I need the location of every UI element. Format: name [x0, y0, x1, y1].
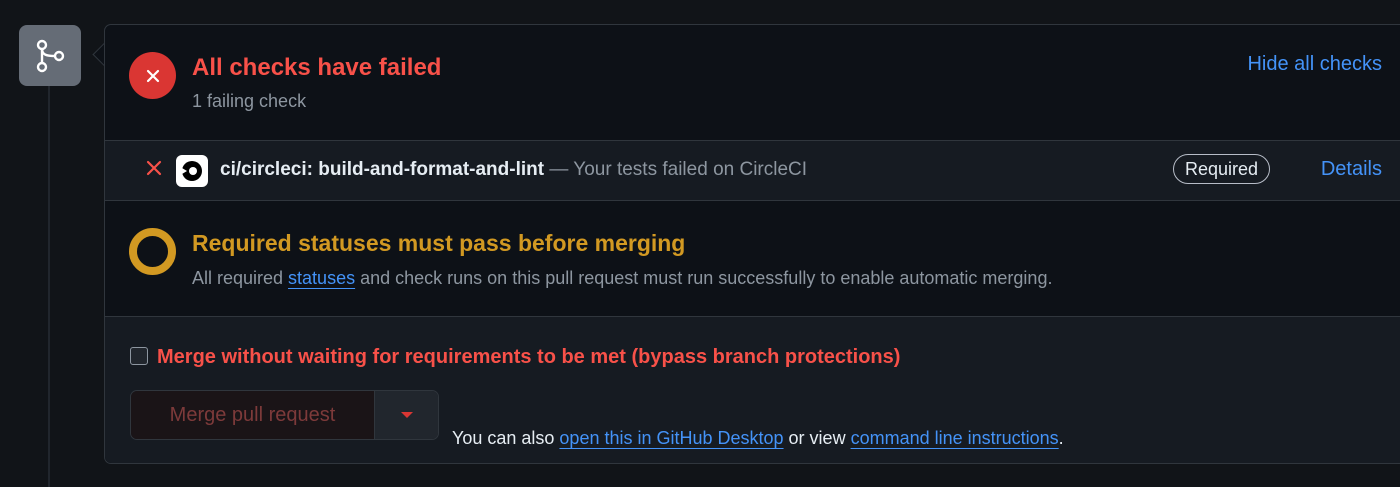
merge-box-panel: All checks have failed 1 failing check H… [104, 24, 1400, 464]
hide-all-checks-link[interactable]: Hide all checks [1247, 53, 1382, 75]
also-text-1: You can also [452, 428, 560, 448]
checks-summary: All checks have failed 1 failing check H… [105, 25, 1400, 140]
merge-button-group: Merge pull request [130, 390, 439, 440]
git-merge-icon [19, 25, 81, 86]
merge-options-dropdown[interactable] [375, 391, 438, 439]
circleci-icon [176, 155, 208, 187]
bypass-label[interactable]: Merge without waiting for requirements t… [157, 346, 901, 368]
check-separator: — [544, 159, 574, 180]
merge-actions: Merge without waiting for requirements t… [105, 316, 1400, 463]
required-status-description: All required statuses and check runs on … [192, 268, 1052, 289]
also-text-3: . [1058, 428, 1064, 448]
triangle-down-icon [400, 412, 413, 418]
check-name: ci/circleci: build-and-format-and-lint [220, 159, 545, 180]
github-desktop-link[interactable]: open this in GitHub Desktop [559, 428, 784, 448]
check-text: ci/circleci: build-and-format-and-lint —… [220, 159, 807, 181]
details-link[interactable]: Details [1320, 158, 1382, 180]
checks-title: All checks have failed [192, 54, 442, 81]
check-description: Your tests failed on CircleCI [573, 159, 808, 180]
required-status-title: Required statuses must pass before mergi… [192, 230, 686, 256]
also-text-2: or view [783, 428, 851, 448]
x-icon [143, 157, 165, 179]
timeline-line [48, 86, 50, 487]
bypass-checkbox[interactable] [130, 347, 148, 365]
pending-ring-icon [129, 228, 176, 275]
status-desc-after: and check runs on this pull request must… [355, 268, 1053, 288]
alternative-merge-text: You can also open this in GitHub Desktop… [452, 428, 1064, 449]
checks-subtitle: 1 failing check [192, 91, 307, 111]
required-status: Required statuses must pass before mergi… [105, 200, 1400, 316]
statuses-link[interactable]: statuses [288, 268, 356, 288]
required-badge: Required [1173, 154, 1271, 184]
merge-pull-request-button[interactable]: Merge pull request [131, 391, 375, 439]
status-desc-before: All required [192, 268, 289, 288]
command-line-link[interactable]: command line instructions [850, 428, 1059, 448]
check-row: ci/circleci: build-and-format-and-lint —… [105, 140, 1400, 200]
x-circle-icon [129, 52, 176, 99]
